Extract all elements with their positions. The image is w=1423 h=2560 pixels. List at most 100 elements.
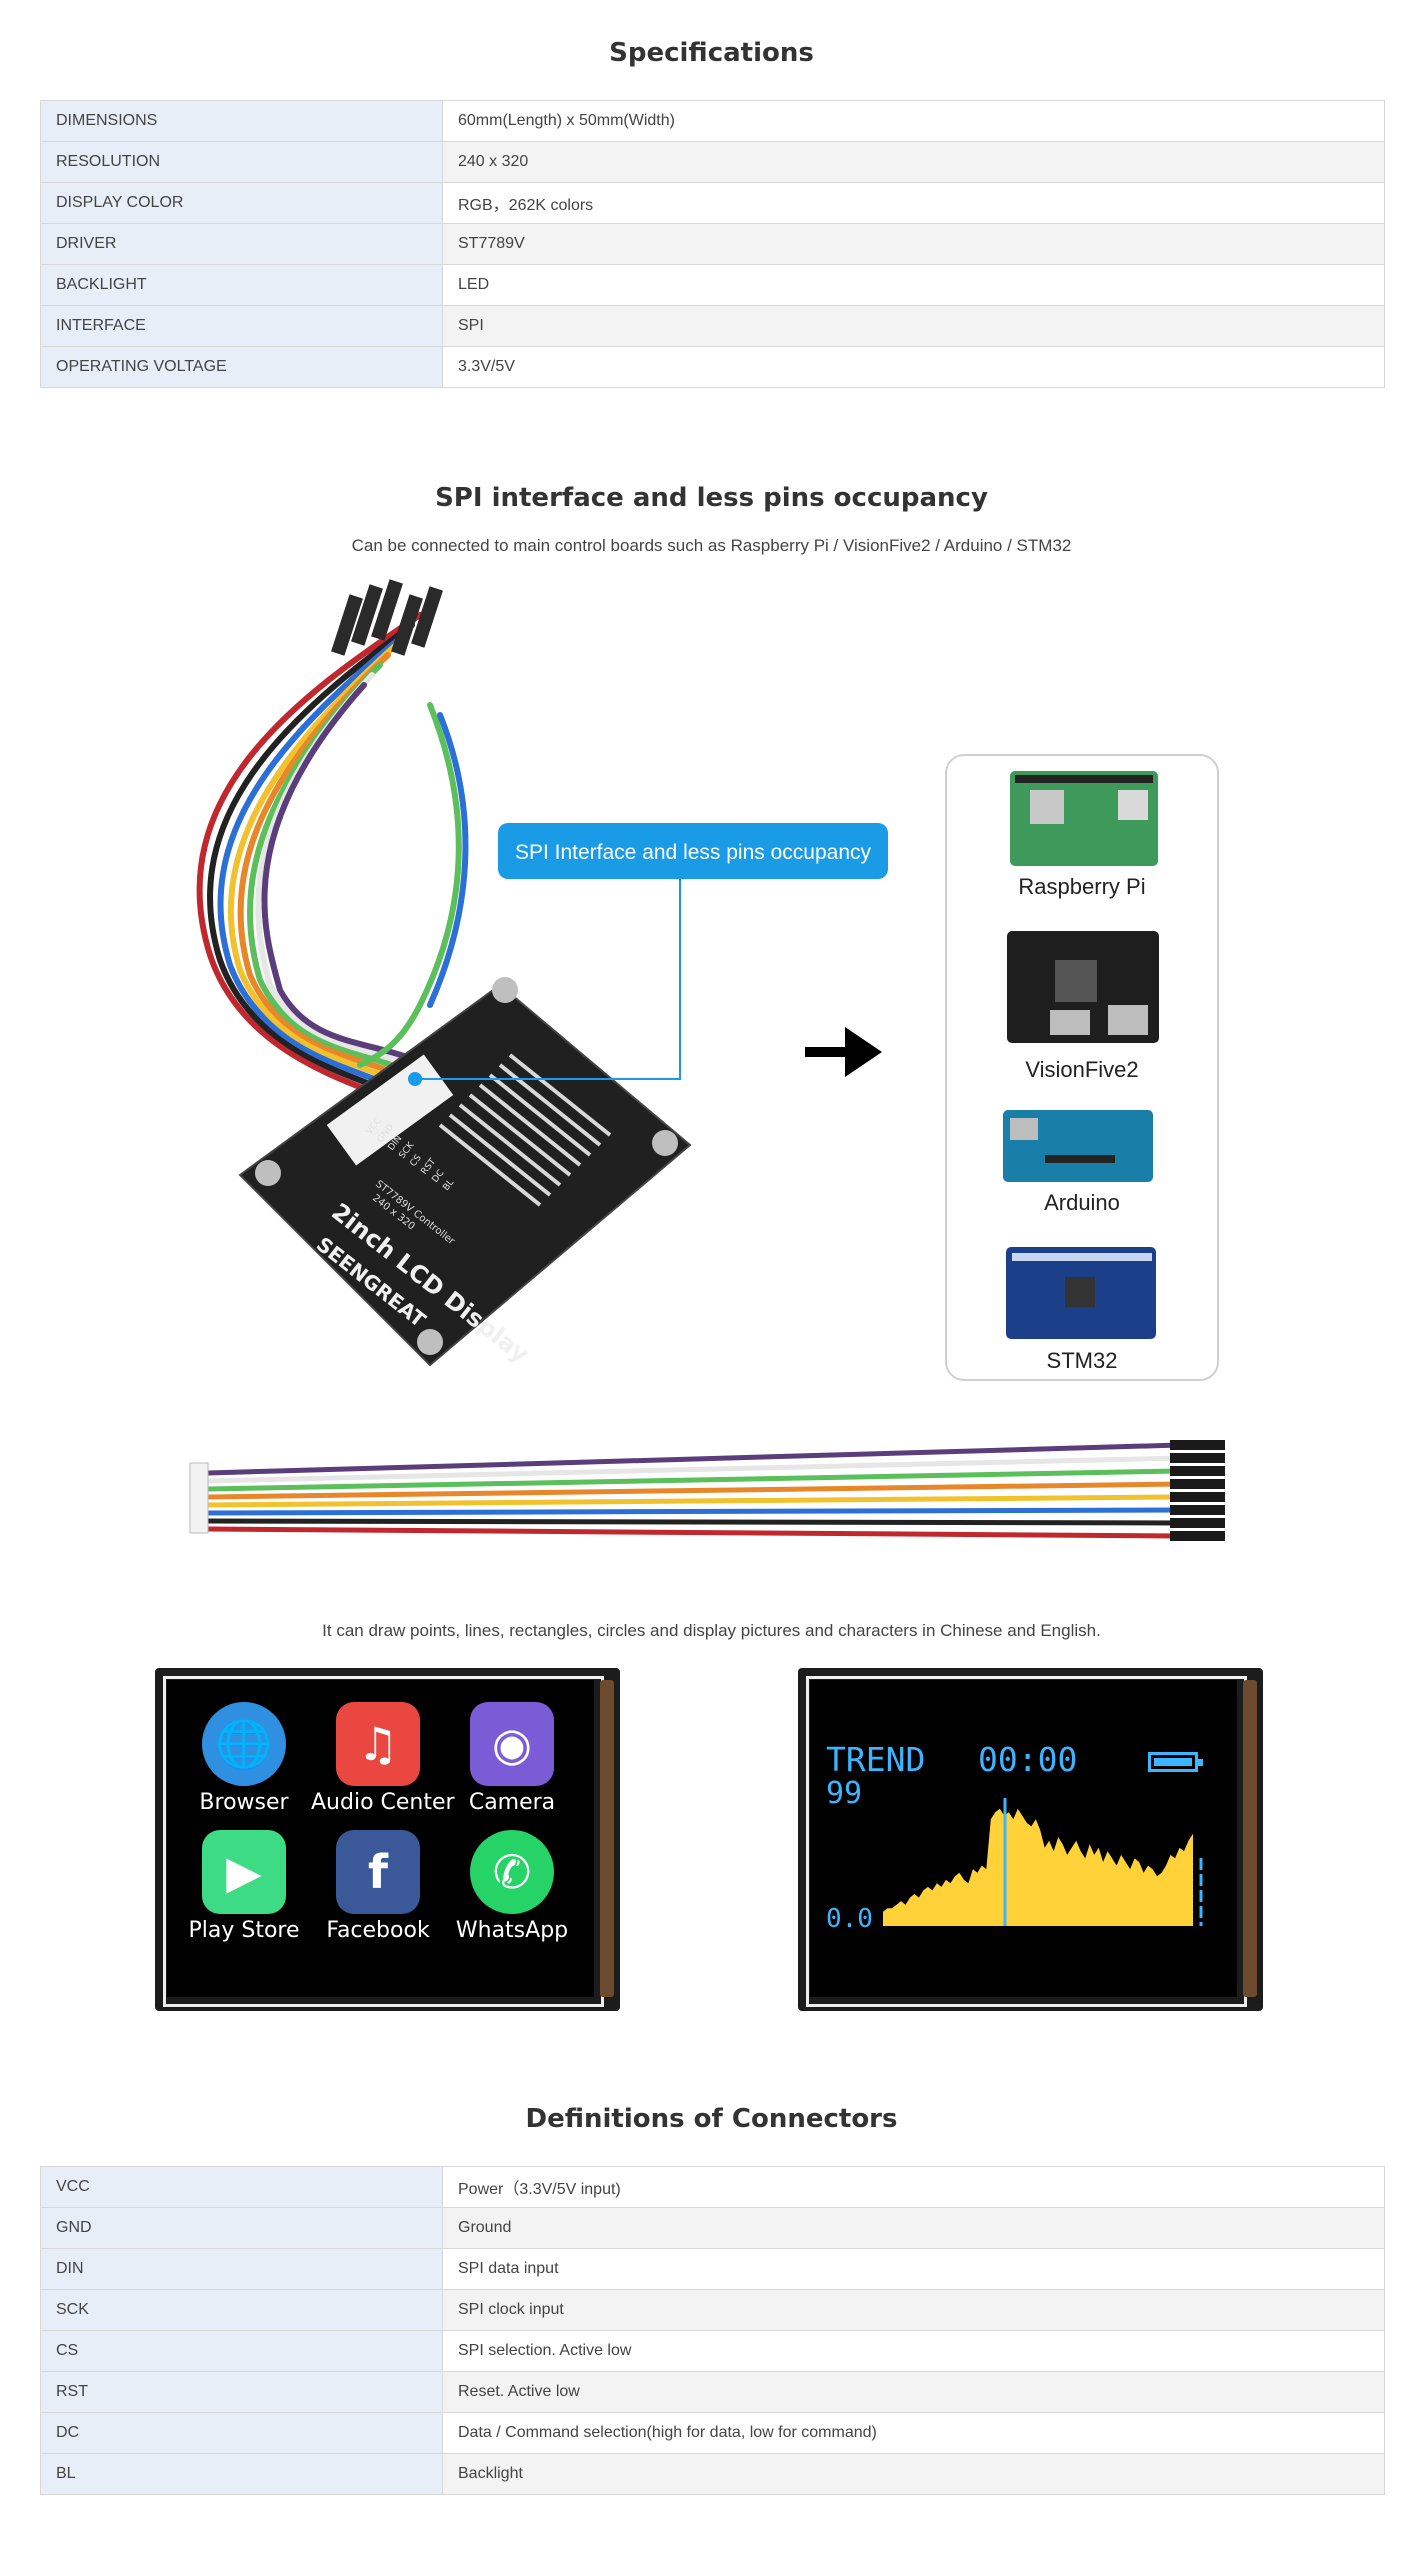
spi-section-title: SPI interface and less pins occupancy — [435, 483, 988, 513]
app-label: Browser — [199, 1790, 289, 1815]
row-value: Ground — [442, 2207, 1385, 2249]
wire — [207, 1494, 1181, 1508]
row-key: RESOLUTION — [40, 141, 443, 183]
app-tile: ♫ Audio Center — [311, 1702, 455, 1822]
row-key: GND — [40, 2207, 443, 2249]
row-value: RGB，262K colors — [442, 182, 1385, 224]
dupont-header — [1170, 1492, 1225, 1502]
wire — [207, 1526, 1181, 1539]
dupont-header — [1170, 1466, 1225, 1476]
jumper-wire-bundle — [196, 612, 469, 1098]
facebook-icon: f — [336, 1830, 420, 1914]
spi-section-subtitle: Can be connected to main control boards … — [351, 536, 1072, 555]
stm32-image — [1006, 1247, 1156, 1339]
specifications-title: Specifications — [609, 38, 814, 68]
board-list-panel — [945, 754, 1219, 1381]
spi-callout-label: SPI Interface and less pins occupancy — [515, 841, 872, 864]
row-value: LED — [442, 264, 1385, 306]
play-store-icon: ▶ — [202, 1830, 286, 1914]
row-value: SPI — [442, 305, 1385, 347]
app-label: Audio Center — [311, 1790, 455, 1815]
trend-chart — [883, 1798, 1203, 1926]
wire — [207, 1507, 1181, 1516]
row-key: CS — [40, 2330, 443, 2372]
row-key: SCK — [40, 2289, 443, 2331]
row-key: DIN — [40, 2248, 443, 2290]
row-key: INTERFACE — [40, 305, 443, 347]
row-key: DRIVER — [40, 223, 443, 265]
lcd-app-screen: 🌐 Browser ♫ Audio Center◉Camera ▶ Play Store f… — [155, 1668, 620, 2011]
spi-illustration: 2inch LCD Display SEENGREAT ST7789V Cont… — [196, 579, 1219, 1381]
board-label-stm32: STM32 — [1046, 1348, 1118, 1373]
app-tile: ✆WhatsApp — [445, 1830, 579, 1950]
trend-value: 99 — [826, 1776, 863, 1811]
row-key: DISPLAY COLOR — [40, 182, 443, 224]
row-value: Reset. Active low — [442, 2371, 1385, 2413]
row-value: Data / Command selection(high for data, … — [442, 2412, 1385, 2454]
row-key: DIMENSIONS — [40, 100, 443, 142]
cable-straight-image — [189, 1440, 1225, 1541]
board-label-visionfive2: VisionFive2 — [1025, 1057, 1139, 1082]
dupont-header — [1170, 1453, 1225, 1463]
app-tile: ▶ Play Store — [177, 1830, 311, 1950]
dupont-headers — [331, 579, 443, 656]
lcd-trend-screen: TREND 00:00 99 0.0 — [798, 1668, 1263, 2011]
row-value: SPI clock input — [442, 2289, 1385, 2331]
board-label-raspberry-pi: Raspberry Pi — [1018, 874, 1146, 899]
row-key: BACKLIGHT — [40, 264, 443, 306]
row-key: DC — [40, 2412, 443, 2454]
row-value: 240 x 320 — [442, 141, 1385, 183]
row-key: VCC — [40, 2166, 443, 2208]
row-value: SPI selection. Active low — [442, 2330, 1385, 2372]
dupont-header — [1170, 1479, 1225, 1489]
app-tile: ◉Camera — [445, 1702, 579, 1822]
row-value: 3.3V/5V — [442, 346, 1385, 388]
music-note-icon: ♫ — [336, 1702, 420, 1786]
row-value: 60mm(Length) x 50mm(Width) — [442, 100, 1385, 142]
trend-time: 00:00 — [978, 1740, 1078, 1779]
trend-title: TREND — [826, 1740, 926, 1779]
whatsapp-icon: ✆ — [470, 1830, 554, 1914]
dupont-header — [1170, 1531, 1225, 1541]
wire — [207, 1481, 1181, 1500]
connectors-title: Definitions of Connectors — [525, 2104, 898, 2134]
row-value: Backlight — [442, 2453, 1385, 2495]
trend-min-label: 0.0 — [826, 1904, 873, 1934]
globe-icon: 🌐 — [202, 1702, 286, 1786]
dupont-header — [1170, 1505, 1225, 1515]
battery-icon — [1148, 1752, 1203, 1772]
row-value: SPI data input — [442, 2248, 1385, 2290]
row-key: BL — [40, 2453, 443, 2495]
dupont-header — [1170, 1440, 1225, 1450]
wire — [207, 1468, 1181, 1492]
dupont-header — [1170, 1518, 1225, 1528]
app-label: Facebook — [326, 1918, 430, 1943]
board-label-arduino: Arduino — [1044, 1190, 1120, 1215]
row-value: Power（3.3V/5V input) — [442, 2166, 1385, 2208]
wire — [207, 1442, 1181, 1476]
row-key: RST — [40, 2371, 443, 2413]
wire — [207, 1455, 1181, 1484]
draw-section-subtitle: It can draw points, lines, rectangles, c… — [322, 1621, 1101, 1640]
visionfive2-image — [1007, 931, 1159, 1043]
raspberry-pi-image — [1010, 771, 1158, 866]
app-label: Camera — [468, 1790, 556, 1815]
app-label: Play Store — [188, 1918, 300, 1943]
